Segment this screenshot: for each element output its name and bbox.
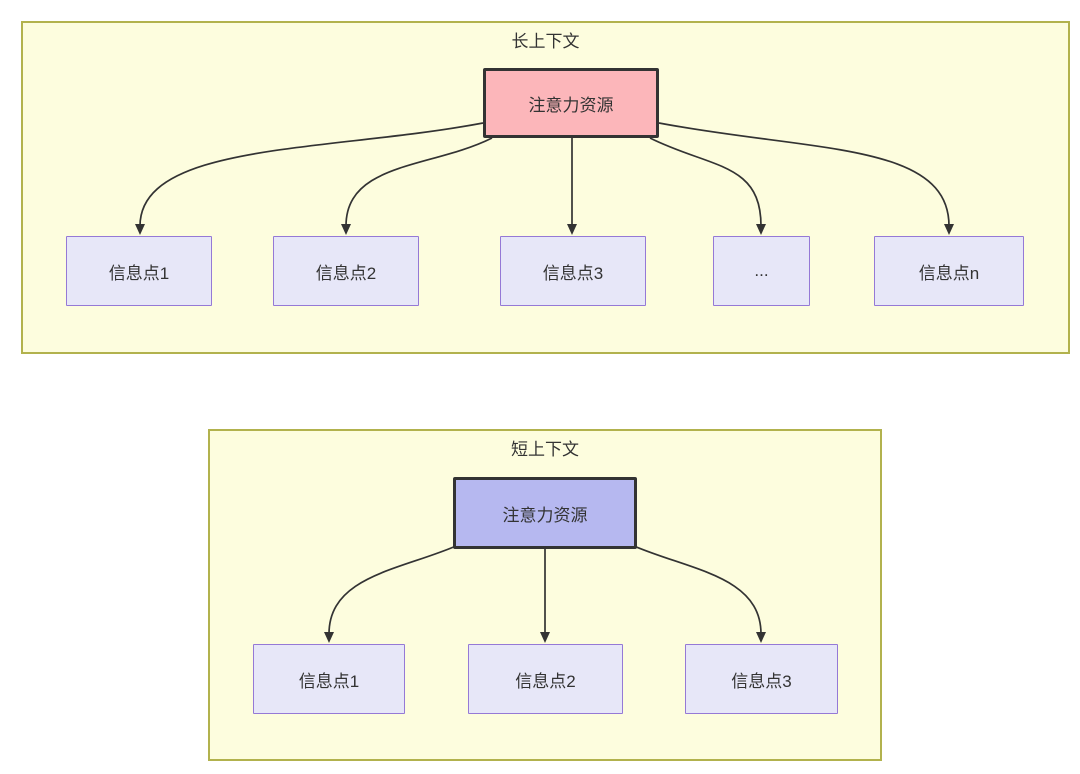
long-info-label-1: 信息点1 <box>108 263 170 283</box>
long-info-label-3: 信息点3 <box>542 263 604 283</box>
long-info-label-ellipsis: ... <box>754 261 769 280</box>
long-info-node-3: 信息点3 <box>500 236 646 306</box>
long-info-label-2: 信息点2 <box>315 263 377 283</box>
long-info-node-1: 信息点1 <box>66 236 212 306</box>
long-attention-node: 注意力资源 <box>483 68 659 138</box>
long-info-label-n: 信息点n <box>918 263 980 283</box>
long-attention-label: 注意力资源 <box>528 95 614 115</box>
long-info-node-2: 信息点2 <box>273 236 419 306</box>
short-info-node-1: 信息点1 <box>253 644 405 714</box>
long-context-title: 长上下文 <box>511 32 580 51</box>
short-attention-node: 注意力资源 <box>453 477 637 549</box>
short-info-label-2: 信息点2 <box>515 671 576 691</box>
long-info-node-n: 信息点n <box>874 236 1024 306</box>
short-context-title: 短上下文 <box>511 440 579 459</box>
short-attention-label: 注意力资源 <box>502 505 588 525</box>
short-info-label-1: 信息点1 <box>298 671 360 691</box>
short-info-node-3: 信息点3 <box>685 644 838 714</box>
long-info-node-ellipsis: ... <box>713 236 810 306</box>
short-info-node-2: 信息点2 <box>468 644 623 714</box>
short-info-label-3: 信息点3 <box>731 671 792 691</box>
